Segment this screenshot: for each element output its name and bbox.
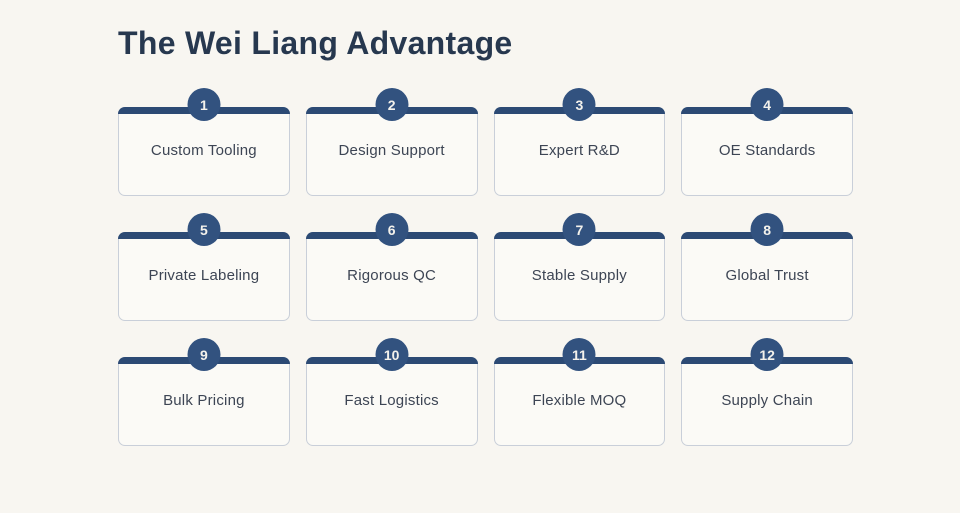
- advantage-number: 7: [575, 221, 584, 238]
- number-badge: 2: [375, 88, 409, 121]
- card-body: Expert R&D: [493, 107, 666, 196]
- number-badge: 6: [375, 213, 409, 246]
- number-badge: 8: [750, 213, 784, 246]
- number-badge: 4: [750, 88, 784, 121]
- advantage-label: Expert R&D: [538, 142, 620, 159]
- advantage-number: 2: [387, 96, 396, 113]
- advantage-number: 9: [199, 346, 208, 363]
- card-body: Global Trust: [681, 232, 853, 321]
- page-title: The Wei Liang Advantage: [118, 25, 513, 61]
- advantage-card-9: 9 Bulk Pricing: [118, 338, 290, 446]
- advantage-card-10: 10 Fast Logistics: [305, 338, 478, 446]
- advantage-label: Fast Logistics: [344, 392, 439, 409]
- advantage-number: 10: [383, 346, 400, 363]
- card-body: Bulk Pricing: [118, 357, 290, 446]
- advantage-card-3: 3 Expert R&D: [493, 88, 666, 196]
- advantage-label: Stable Supply: [531, 267, 627, 284]
- advantage-card-5: 5 Private Labeling: [118, 213, 290, 321]
- advantage-label: Bulk Pricing: [163, 392, 245, 409]
- advantage-label: Rigorous QC: [347, 267, 437, 284]
- card-body: Supply Chain: [681, 357, 853, 446]
- card-body: Design Support: [305, 107, 478, 196]
- advantage-label: Flexible MOQ: [532, 392, 627, 409]
- advantage-label: Private Labeling: [148, 267, 260, 284]
- number-badge: 11: [562, 338, 596, 371]
- advantage-number: 8: [763, 221, 772, 238]
- advantage-card-4: 4 OE Standards: [681, 88, 853, 196]
- advantage-label: OE Standards: [718, 142, 816, 159]
- advantage-number: 12: [759, 346, 775, 363]
- advantage-label: Design Support: [338, 142, 445, 159]
- advantage-card-11: 11 Flexible MOQ: [493, 338, 666, 446]
- number-badge: 1: [187, 88, 221, 121]
- advantage-number: 5: [199, 221, 208, 238]
- number-badge: 9: [187, 338, 221, 371]
- advantage-card-12: 12 Supply Chain: [681, 338, 853, 446]
- number-badge: 7: [562, 213, 596, 246]
- advantage-card-8: 8 Global Trust: [681, 213, 853, 321]
- advantage-number: 1: [199, 96, 208, 113]
- advantage-card-6: 6 Rigorous QC: [305, 213, 478, 321]
- advantage-grid: 1 Custom Tooling 2 Design Support 3 Expe…: [118, 88, 853, 446]
- advantage-number: 3: [575, 96, 584, 113]
- advantage-number: 4: [763, 96, 772, 113]
- number-badge: 5: [187, 213, 221, 246]
- advantage-card-1: 1 Custom Tooling: [118, 88, 290, 196]
- advantage-number: 11: [571, 346, 587, 363]
- advantage-card-7: 7 Stable Supply: [493, 213, 666, 321]
- card-body: Rigorous QC: [305, 232, 478, 321]
- number-badge: 10: [375, 338, 409, 371]
- advantage-label: Supply Chain: [721, 392, 813, 409]
- advantage-label: Custom Tooling: [150, 142, 257, 159]
- number-badge: 3: [562, 88, 596, 121]
- advantage-number: 6: [387, 221, 396, 238]
- card-body: Private Labeling: [118, 232, 290, 321]
- card-body: Flexible MOQ: [493, 357, 666, 446]
- number-badge: 12: [750, 338, 784, 371]
- advantage-card-2: 2 Design Support: [305, 88, 478, 196]
- advantage-label: Global Trust: [725, 267, 809, 284]
